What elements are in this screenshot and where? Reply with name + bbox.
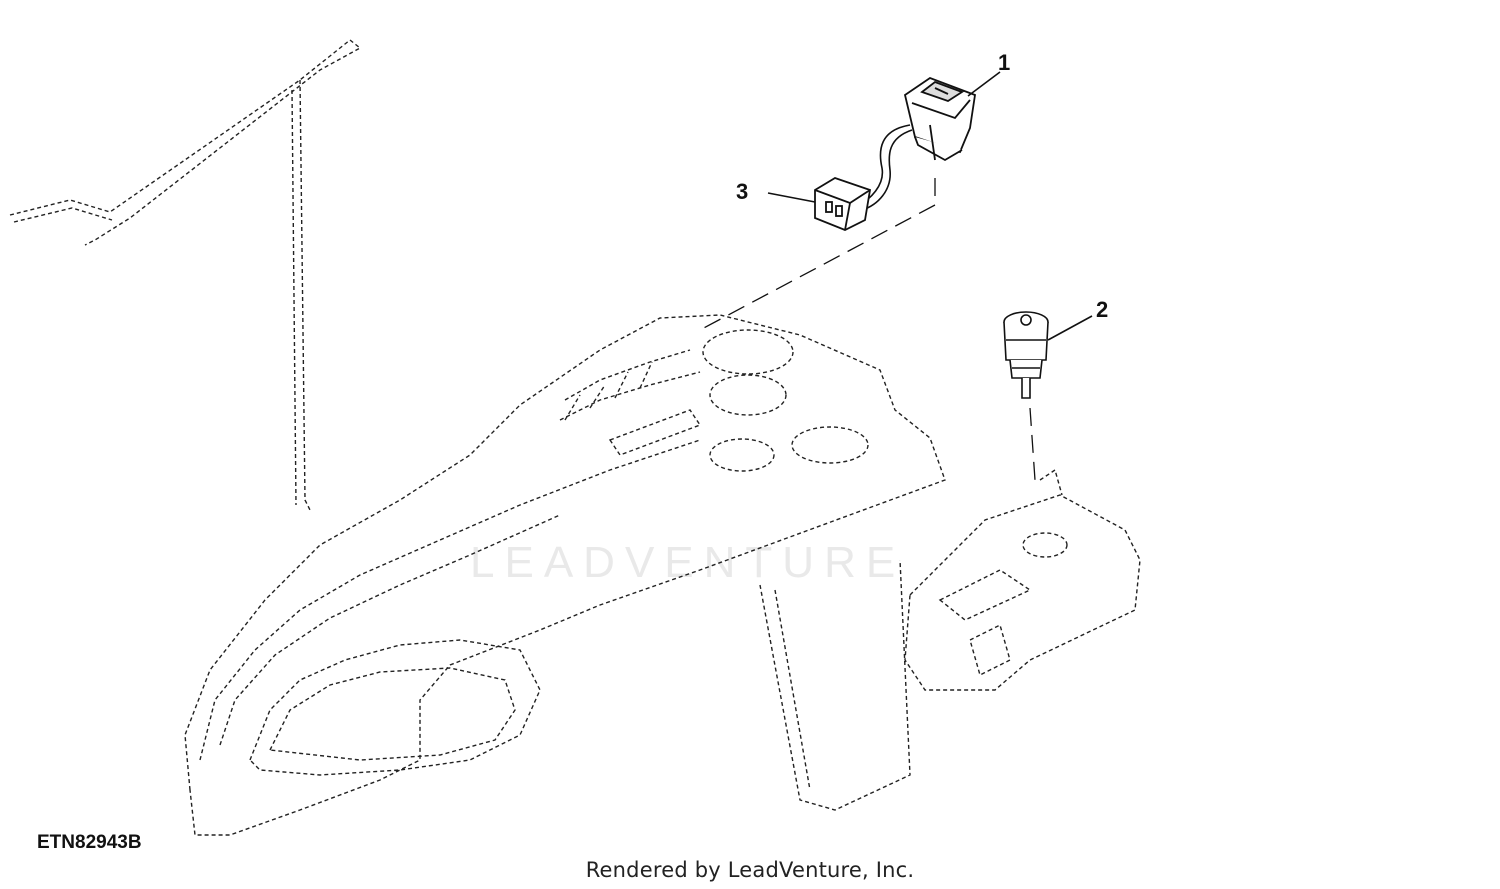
figure-id-label: ETN82943B [37, 832, 142, 853]
support-arm-ghost [759, 559, 911, 811]
callout-2: 2 [1096, 297, 1109, 322]
assembly-leader-lines [699, 178, 1036, 481]
connector-part-3 [814, 177, 872, 231]
frame-rod-ghost [9, 39, 362, 246]
callout-3: 3 [736, 179, 749, 204]
leadventure-watermark: LEADVENTURE [470, 538, 906, 587]
callout-1: 1 [998, 50, 1011, 75]
vertical-rod-ghost [299, 79, 311, 511]
console-outline [184, 314, 946, 836]
bracket-ghost [904, 494, 1141, 691]
inner-recess [249, 639, 541, 776]
indicator-part-2 [1003, 311, 1049, 399]
render-credit: Rendered by LeadVenture, Inc. [585, 858, 915, 882]
callout-leader-lines [767, 71, 1093, 341]
dashboard-housing-ghost [9, 39, 1141, 836]
rocker-switch-part-1 [903, 76, 976, 162]
